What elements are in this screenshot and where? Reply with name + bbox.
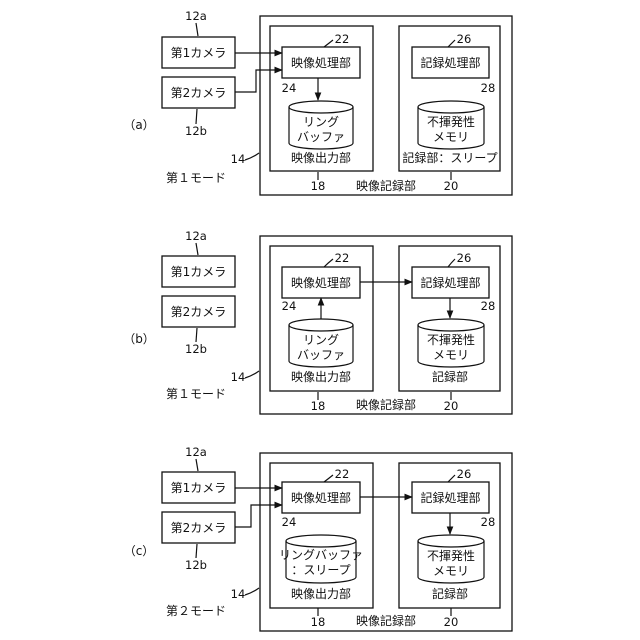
video-recorder-label: 映像記録部 <box>356 397 416 412</box>
nonvolatile-memory-label-line2: メモリ <box>433 564 469 578</box>
video-processing-label: 映像処理部 <box>291 275 351 290</box>
camera2-ref: 12b <box>185 558 207 572</box>
camera2-ref-leader <box>196 109 197 124</box>
camera2-ref: 12b <box>185 342 207 356</box>
panel-a: 第1カメラ 12a 第2カメラ 12b （a） 14 第１モード 映像処理部 2… <box>123 9 512 195</box>
recording-processing-ref: 26 <box>457 467 472 481</box>
system-ref-leader <box>245 153 259 160</box>
recorder-label: 記録部 <box>432 586 468 601</box>
ring-buffer-label-line2: バッファ <box>297 130 345 144</box>
recording-processing-label: 記録処理部 <box>420 275 480 290</box>
camera1-ref-leader <box>196 459 198 471</box>
camera2-label: 第2カメラ <box>171 521 227 535</box>
video-output-ref: 18 <box>311 399 326 413</box>
video-recorder-label: 映像記録部 <box>356 613 416 628</box>
recording-processing-ref: 26 <box>457 251 472 265</box>
recording-processing-label: 記録処理部 <box>420 490 480 505</box>
nonvolatile-memory-label-line1: 不揮発性 <box>427 549 475 563</box>
video-processing-ref: 22 <box>335 467 350 481</box>
panel-label: （c） <box>124 544 155 558</box>
camera1-label: 第1カメラ <box>171 46 227 60</box>
system-ref: 14 <box>231 152 246 166</box>
ring-buffer-ref: 24 <box>282 515 297 529</box>
video-recorder-label: 映像記録部 <box>356 178 416 193</box>
camera1-ref-leader <box>196 243 198 255</box>
recording-processing-ref: 26 <box>457 32 472 46</box>
camera1-label: 第1カメラ <box>171 481 227 495</box>
panel-b: 第1カメラ 12a 第2カメラ 12b （b） 14 第１モード 映像処理部 2… <box>123 229 512 414</box>
nonvolatile-memory-label-line1: 不揮発性 <box>427 333 475 347</box>
ring-buffer-label-line1: リングバッファ <box>279 548 363 562</box>
ring-buffer-label-line1: リング <box>303 115 339 129</box>
recorder-ref: 20 <box>444 179 459 193</box>
video-output-label: 映像出力部 <box>291 150 351 165</box>
system-ref: 14 <box>231 587 246 601</box>
nonvolatile-memory-label-line1: 不揮発性 <box>427 115 475 129</box>
ring-buffer-label-line1: リング <box>303 333 339 347</box>
camera1-ref: 12a <box>185 229 207 243</box>
video-processing-ref: 22 <box>335 32 350 46</box>
nonvolatile-memory-label-line2: メモリ <box>433 130 469 144</box>
nonvolatile-memory-ref: 28 <box>481 299 496 313</box>
camera1-ref-leader <box>196 23 198 36</box>
ring-buffer-label-line2: ：スリープ <box>291 563 350 577</box>
video-output-label: 映像出力部 <box>291 369 351 384</box>
video-output-ref: 18 <box>311 179 326 193</box>
system-ref-leader <box>245 588 259 595</box>
camera1-ref: 12a <box>185 445 207 459</box>
nonvolatile-memory-ref: 28 <box>481 515 496 529</box>
panel-label: （a） <box>123 118 154 132</box>
camera1-ref: 12a <box>185 9 207 23</box>
mode-label: 第２モード <box>166 604 226 618</box>
camera2-ref-leader <box>196 328 197 342</box>
recorder-label: 記録部：スリープ <box>402 150 497 165</box>
video-processing-label: 映像処理部 <box>291 55 351 70</box>
system-ref-leader <box>245 371 259 378</box>
recording-processing-label: 記録処理部 <box>420 55 480 70</box>
camera2-label: 第2カメラ <box>171 305 227 319</box>
video-output-label: 映像出力部 <box>291 586 351 601</box>
mode-label: 第１モード <box>166 171 226 185</box>
nonvolatile-memory-ref: 28 <box>481 81 496 95</box>
ring-buffer-ref: 24 <box>282 81 297 95</box>
recorder-label: 記録部 <box>432 369 468 384</box>
ring-buffer-label-line2: バッファ <box>297 348 345 362</box>
nonvolatile-memory-label-line2: メモリ <box>433 348 469 362</box>
video-processing-ref: 22 <box>335 251 350 265</box>
recorder-ref: 20 <box>444 399 459 413</box>
recorder-ref: 20 <box>444 615 459 629</box>
panel-label: （b） <box>123 332 155 346</box>
camera1-label: 第1カメラ <box>171 265 227 279</box>
camera2-ref: 12b <box>185 124 207 138</box>
camera2-ref-leader <box>196 544 197 558</box>
system-ref: 14 <box>231 370 246 384</box>
camera2-label: 第2カメラ <box>171 86 227 100</box>
panel-c: 第1カメラ 12a 第2カメラ 12b （c） 14 第２モード 映像処理部 2… <box>124 445 512 631</box>
ring-buffer-ref: 24 <box>282 299 297 313</box>
video-output-ref: 18 <box>311 615 326 629</box>
video-processing-label: 映像処理部 <box>291 490 351 505</box>
mode-label: 第１モード <box>166 387 226 401</box>
